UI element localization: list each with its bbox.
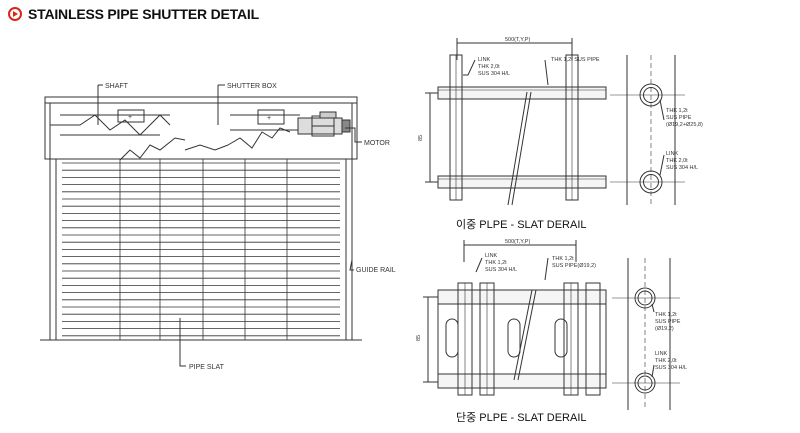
single-side-link-line-1: LINK [655,351,668,357]
double-link-label: LINK THK 2,0t SUS 304 H/L [478,57,510,77]
svg-text:+: + [267,115,271,122]
label-pipe-slat: PIPE SLAT [189,364,225,371]
double-link-line-1: LINK [478,57,491,63]
single-side-link-label: LINK THK 2,0t SUS 304 H/L [655,351,687,371]
double-link-line-2: THK 2,0t [478,64,500,70]
single-detail-title: 단중 PLPE - SLAT DERAIL [456,411,587,424]
label-guide-rail: GUIDE RAIL [356,267,396,274]
label-shaft: SHAFT [105,83,129,90]
double-link-line-3: SUS 304 H/L [478,71,510,77]
shutter-elevation: + + [40,84,362,367]
single-pipe-line-1: THK 1,2t [552,256,574,262]
single-link-line-3: SUS 304 H/L [485,267,517,273]
single-link-line-2: THK 1,2t [485,260,507,266]
single-dim-width: 500(T,Y,P) [505,239,530,245]
double-side-pipe-line-2: SUS PIPE [666,115,692,121]
double-side-pipe-label: THK 1,2t SUS PIPE (Ø19,2+Ø25,8) [666,108,703,128]
single-link-label: LINK THK 1,2t SUS 304 H/L [485,253,517,273]
single-side-pipe-line-3: (Ø19,2) [655,326,674,332]
svg-text:+: + [128,114,132,121]
single-side-pipe-label: THK 1,2t SUS PIPE (Ø19,2) [655,312,682,332]
single-link-line-1: LINK [485,253,498,259]
single-side-link-line-3: SUS 304 H/L [655,365,687,371]
double-side-pipe-line-1: THK 1,2t [666,108,688,114]
double-side-link-line-3: SUS 304 H/L [666,165,698,171]
single-pipe-line-2: SUS PIPE(Ø19,2) [552,263,596,269]
page-title-text: STAINLESS PIPE SHUTTER DETAIL [28,6,259,22]
label-motor: MOTOR [364,140,390,147]
pipe-slat-lines [62,162,340,337]
single-pipe-detail [423,240,680,410]
page-title: STAINLESS PIPE SHUTTER DETAIL [8,6,259,22]
double-side-link-label: LINK THK 2,0t SUS 304 H/L [666,151,698,171]
shutter-box-outline [44,96,358,160]
double-dim-width: 500(T,Y,P) [505,37,530,43]
single-dim-height: 85 [416,335,422,341]
double-side-pipe-line-3: (Ø19,2+Ø25,8) [666,122,703,128]
double-side-link-line-1: LINK [666,151,679,157]
single-pipe-label: THK 1,2t SUS PIPE(Ø19,2) [552,256,596,269]
double-detail-title: 이중 PLPE - SLAT DERAIL [456,218,587,231]
double-pipe-detail [425,38,685,206]
single-side-link-line-2: THK 2,0t [655,358,677,364]
double-side-link-line-2: THK 2,0t [666,158,688,164]
single-side-pipe-line-1: THK 1,2t [655,312,677,318]
double-pipe-label: THK 1,2t SUS PIPE [551,57,600,63]
single-side-pipe-line-2: SUS PIPE [655,319,681,325]
label-shutter-box: SHUTTER BOX [227,83,277,90]
arrow-circle-icon [8,7,22,21]
double-dim-height: 85 [418,135,424,141]
